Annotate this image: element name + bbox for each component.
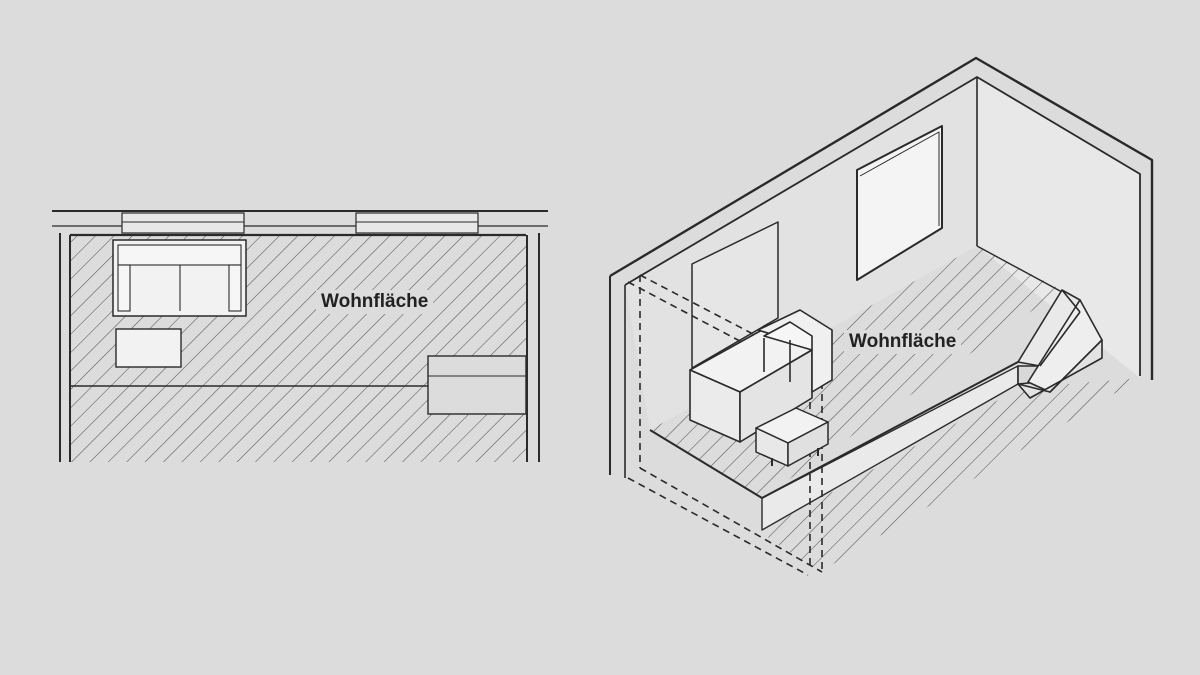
- plan-window-left: [121, 212, 245, 234]
- sofa-icon: [112, 239, 247, 317]
- iso-raised-floor-hatch: [650, 246, 1062, 498]
- iso-right-wall: [977, 77, 1140, 378]
- sofa-icon: [689, 309, 833, 443]
- coffee-table: [115, 328, 182, 368]
- plan-area-label: Wohnfläche: [316, 290, 434, 314]
- iso-room: [609, 56, 1154, 576]
- iso-stairs: [1017, 289, 1103, 399]
- plan-stairs: [427, 355, 527, 415]
- iso-doorway: [691, 221, 779, 369]
- ottoman-icon: [755, 407, 829, 467]
- iso-window: [856, 125, 943, 281]
- floor-plan: [52, 210, 548, 462]
- plan-window-right: [355, 212, 479, 234]
- iso-area-label: Wohnfläche: [844, 330, 962, 354]
- iso-wall-outline-outer: [609, 56, 1154, 380]
- iso-wall-outline-inner: [624, 76, 1141, 376]
- iso-lower-floor-hatch: [760, 378, 1140, 572]
